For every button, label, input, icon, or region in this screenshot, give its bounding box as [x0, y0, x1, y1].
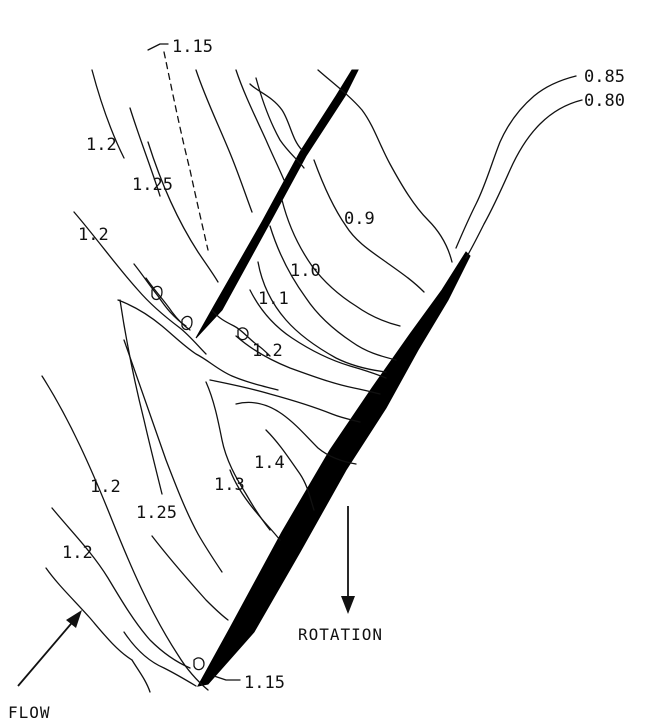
label-080: 0.80	[584, 91, 625, 111]
contour-10-b	[281, 199, 401, 327]
label-125-b: 1.25	[136, 503, 177, 523]
label-085: 0.85	[584, 67, 625, 87]
rotation-label: ROTATION	[298, 625, 383, 644]
contour-10	[269, 225, 397, 361]
contour-top-a	[195, 69, 253, 213]
contour-bubble-a	[181, 315, 193, 331]
contour-11	[257, 261, 387, 373]
contour-085	[455, 75, 577, 249]
contour-125-lower	[123, 339, 223, 573]
contour-12-mid	[235, 335, 381, 395]
contour-top-b	[235, 69, 285, 181]
contour-12-mid-b	[209, 379, 361, 423]
label-125-a: 1.25	[132, 175, 173, 195]
lower-blade	[197, 251, 471, 687]
label-13: 1.3	[214, 475, 245, 495]
label-115-top: 1.15	[172, 37, 213, 57]
contour-upper-left-125-b	[147, 141, 219, 283]
contour-09	[317, 69, 453, 263]
label-14: 1.4	[254, 453, 285, 473]
label-12-b: 1.2	[78, 225, 109, 245]
contour-upper-left-125	[129, 107, 161, 197]
flow-label: FLOW	[8, 703, 51, 722]
contour-upper-left-12	[91, 69, 125, 159]
contour-upper-left-12-b	[73, 211, 207, 355]
contour-left-bottom-b	[45, 567, 133, 661]
contour-le-wiggle-c	[211, 309, 271, 357]
contour-left-bottom-d	[131, 659, 151, 693]
flow-arrow-line	[17, 617, 77, 687]
contour-upper-115-leader	[147, 43, 169, 51]
contour-lower-mid	[151, 535, 229, 621]
contour-115-bottom-leader	[213, 675, 241, 681]
contour-12-lower	[119, 299, 163, 495]
contour-left-bottom-c	[123, 631, 197, 687]
contour-bubble-c	[193, 657, 205, 671]
upper-blade	[195, 69, 359, 339]
flow-arrow-head	[66, 610, 82, 628]
label-115-bottom: 1.15	[244, 673, 285, 693]
contour-left-bottom-a	[51, 507, 191, 669]
contour-13-b	[229, 469, 281, 541]
contour-14	[235, 401, 357, 465]
contour-11-b	[249, 289, 387, 379]
label-12-e: 1.2	[62, 543, 93, 563]
contour-bubble-b	[237, 327, 249, 341]
label-12-c: 1.2	[252, 341, 283, 361]
contour-bubble-d	[151, 285, 163, 301]
label-10: 1.0	[290, 261, 321, 281]
contour-top-d	[255, 77, 305, 169]
contour-le-wiggle-a	[117, 299, 279, 391]
rotation-arrow-head	[341, 596, 355, 614]
label-12-a: 1.2	[86, 135, 117, 155]
contour-far-left-lower	[41, 375, 209, 691]
contour-09-inner	[313, 159, 425, 293]
contour-14-b	[265, 429, 315, 511]
contour-le-wiggle-d	[145, 277, 191, 331]
contour-upper-left-115-dashed	[163, 51, 209, 251]
label-11: 1.1	[258, 289, 289, 309]
label-12-d: 1.2	[90, 477, 121, 497]
label-09: 0.9	[344, 209, 375, 229]
contour-080	[465, 99, 583, 259]
contour-top-c	[249, 83, 303, 151]
